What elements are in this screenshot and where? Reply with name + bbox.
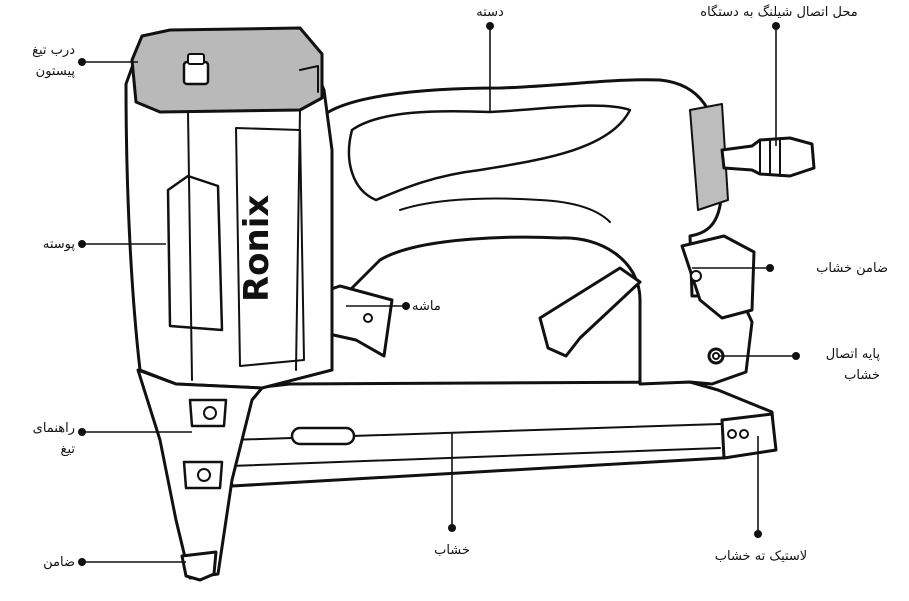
leader-lines [82,26,796,563]
hose-fitting-shape [720,136,816,178]
label-magazine-lock: ضامن خشاب [816,261,888,276]
label-magazine-end-rubber: لاستیک ته خشاب [714,549,808,564]
leader-dots [78,22,800,566]
label-guarantor: ضامن [43,555,75,570]
label-hose-connection: محل اتصال شیلنگ به دستگاه [700,5,858,20]
label-magazine-mount: پایه اتصال خشاب [825,347,880,383]
magazine-lock-shape [680,234,756,320]
label-blade-guide: راهنمای تیغ [32,421,75,457]
brand-logo: Ronix [237,195,277,302]
label-blade-door: درب تیغ پیستون [32,43,75,79]
piston-cap-shape [130,26,324,114]
stapler-illustration [124,26,816,582]
label-handle: دسته [476,5,504,20]
label-trigger: ماشه [412,299,441,314]
label-magazine: خشاب [434,543,470,558]
magazine-end-rubber-shape [720,412,778,460]
magazine-shape [216,380,777,488]
label-shell: پوسته [42,237,75,252]
guarantor-shape [180,550,218,582]
